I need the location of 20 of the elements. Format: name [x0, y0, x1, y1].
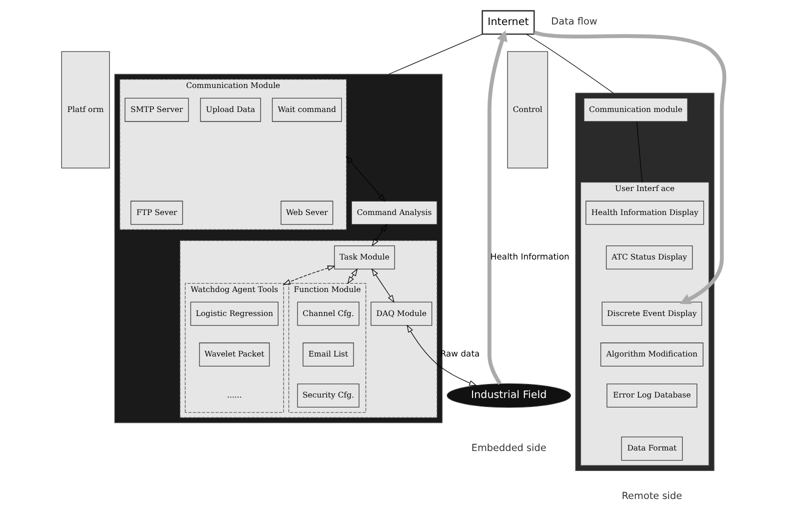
- cluster: [180, 240, 438, 418]
- connector: [636, 121, 642, 183]
- arrow: [371, 268, 395, 303]
- cluster: [575, 92, 714, 471]
- edge-label: Health Information: [490, 252, 570, 262]
- arrow: [488, 30, 508, 385]
- node-box: Internet: [482, 10, 535, 35]
- arrow: [282, 266, 336, 285]
- arrow: [347, 268, 358, 284]
- node-ellipse: Industrial Field: [446, 383, 571, 408]
- arrow: [372, 224, 388, 246]
- connector: [388, 34, 483, 75]
- label: Data flow: [551, 16, 598, 28]
- arrow: [534, 30, 726, 304]
- label: Embedded side: [471, 442, 546, 454]
- cluster: [114, 74, 443, 424]
- connector: [526, 34, 614, 94]
- label: Remote side: [622, 490, 682, 502]
- arrow: [406, 324, 477, 386]
- arrow: [346, 156, 386, 202]
